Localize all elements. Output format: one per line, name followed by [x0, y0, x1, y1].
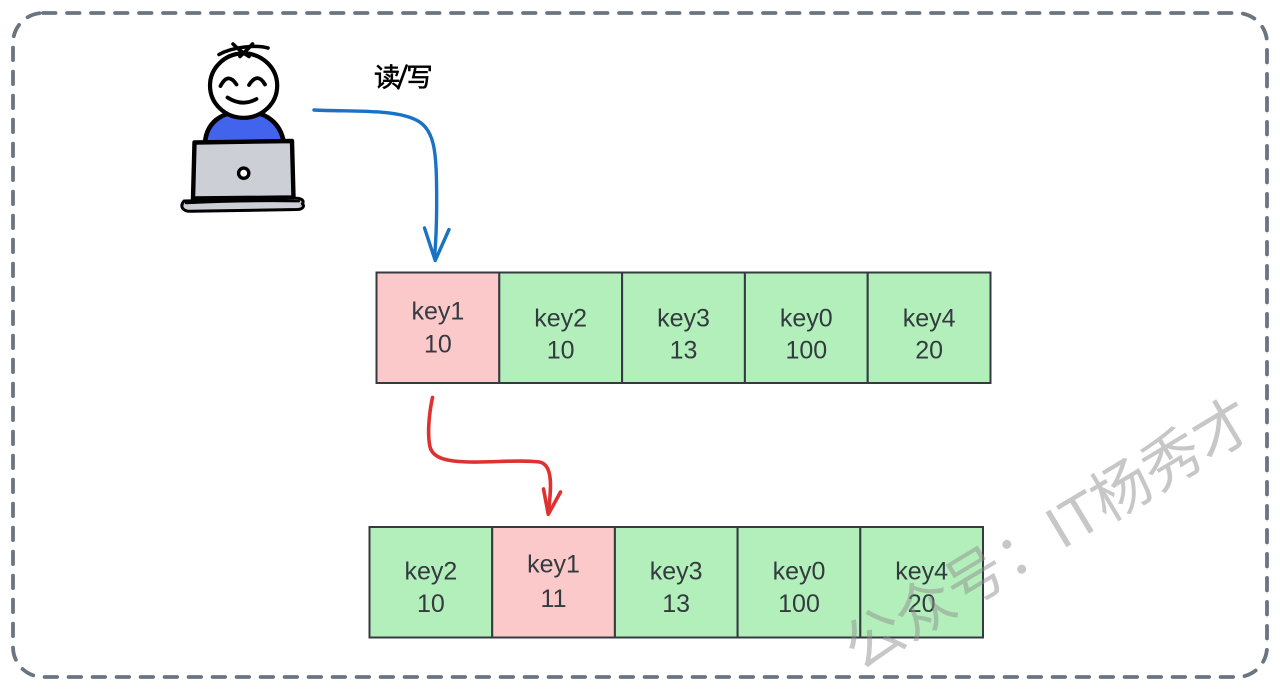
svg-text:key0: key0	[780, 304, 833, 332]
svg-text:key1: key1	[527, 551, 580, 579]
svg-text:key2: key2	[534, 304, 587, 332]
svg-text:100: 100	[785, 336, 827, 364]
svg-text:key4: key4	[903, 304, 956, 332]
svg-text:11: 11	[541, 585, 567, 613]
svg-text:key3: key3	[650, 557, 703, 585]
svg-text:13: 13	[670, 336, 698, 364]
svg-text:13: 13	[662, 590, 690, 618]
svg-text:key4: key4	[895, 557, 948, 585]
svg-text:key0: key0	[773, 557, 826, 585]
svg-text:10: 10	[547, 336, 575, 364]
svg-text:10: 10	[417, 590, 445, 618]
svg-text:key3: key3	[657, 304, 710, 332]
svg-text:100: 100	[778, 590, 820, 618]
svg-text:key1: key1	[411, 298, 464, 326]
svg-text:10: 10	[424, 331, 452, 359]
svg-text:key2: key2	[404, 557, 457, 585]
svg-text:20: 20	[915, 336, 943, 364]
